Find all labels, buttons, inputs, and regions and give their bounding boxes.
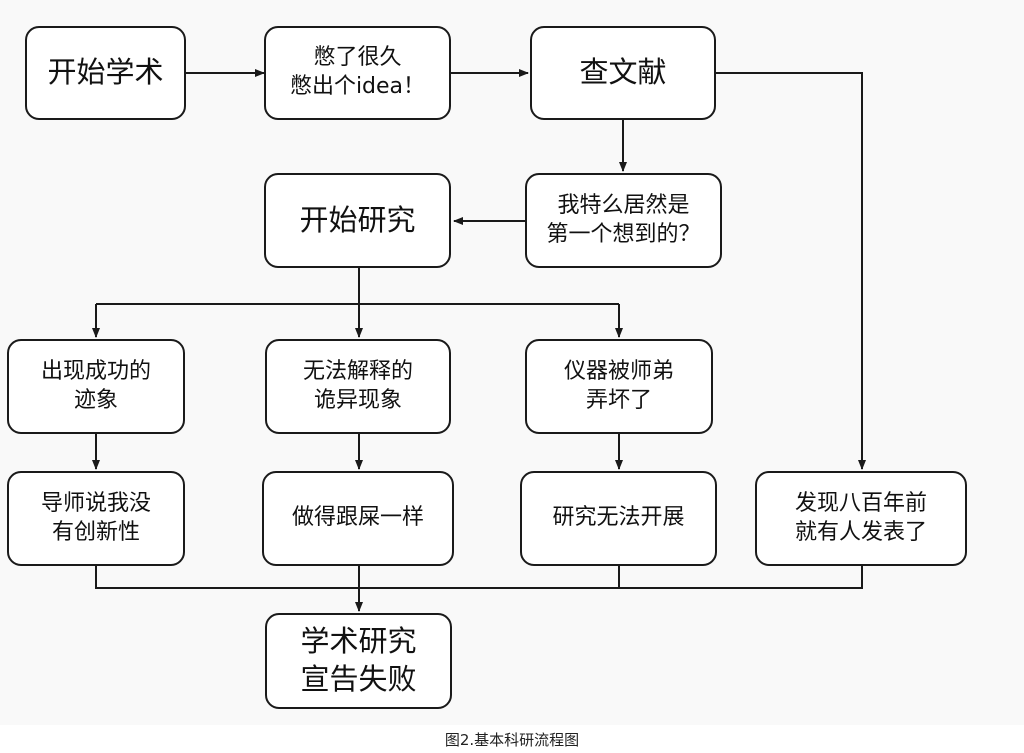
- connector-layer: [92, 69, 866, 612]
- figure-caption: 图2.基本科研流程图: [444, 731, 580, 749]
- node-idea: 憋了很久憋出个idea！: [264, 26, 451, 120]
- node-cannot-proceed: 研究无法开展: [520, 471, 717, 566]
- node-literature: 查文献: [530, 26, 716, 120]
- node-already-published: 发现八百年前就有人发表了: [755, 471, 967, 566]
- line-research-branch: [96, 268, 619, 305]
- node-start-research: 开始研究: [264, 173, 451, 268]
- arrow-literature-to-published: [716, 72, 866, 470]
- line-merge-to-failure: [95, 566, 863, 589]
- node-failure: 学术研究宣告失败: [265, 613, 452, 709]
- diagram-panel: 开始学术 憋了很久憋出个idea！ 查文献 我特么居然是第一个想到的？ 开始研究…: [7, 26, 967, 709]
- node-first-one: 我特么居然是第一个想到的？: [525, 173, 722, 268]
- node-broken-instrument: 仪器被师弟弄坏了: [525, 339, 713, 434]
- node-start-academia: 开始学术: [25, 26, 186, 120]
- node-weird-phenomena: 无法解释的诡异现象: [265, 339, 451, 434]
- node-crap: 做得跟屎一样: [262, 471, 454, 566]
- node-advisor-no-novelty: 导师说我没有创新性: [7, 471, 185, 566]
- node-success-signs: 出现成功的迹象: [7, 339, 185, 434]
